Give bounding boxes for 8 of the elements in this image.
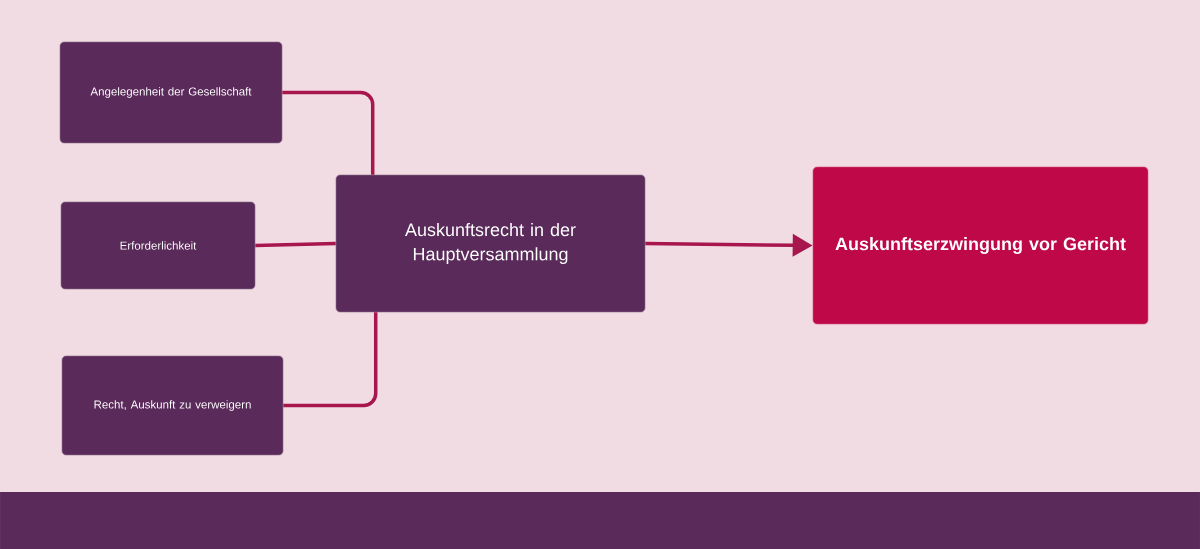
topic-box: Recht, Auskunft zu verweigern bbox=[61, 355, 284, 456]
connector-line bbox=[282, 90, 375, 175]
topic-box: Angelegenheit der Gesellschaft bbox=[59, 41, 283, 144]
connector-line bbox=[255, 241, 336, 248]
topic-box: Erforderlichkeit bbox=[60, 201, 256, 290]
result-box: Auskunftserzwingung vor Gericht bbox=[812, 166, 1149, 325]
connector-line bbox=[283, 312, 378, 408]
topic-box: Auskunftsrecht in der Hauptversammlung bbox=[335, 174, 646, 313]
